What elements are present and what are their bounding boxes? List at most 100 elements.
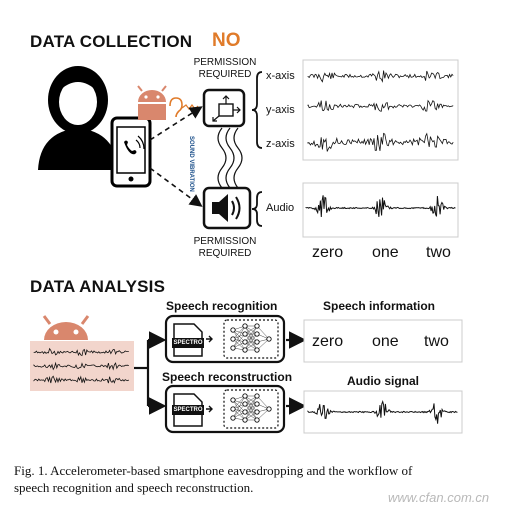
- analysis-robot-icon: [42, 315, 90, 340]
- audio-waveforms: [305, 195, 456, 218]
- audio-signal-label: Audio signal: [347, 374, 419, 388]
- nn-edge: [256, 395, 270, 410]
- nn-edge: [232, 395, 246, 419]
- required-line: REQUIRED: [198, 69, 252, 80]
- nn-edge: [256, 325, 270, 340]
- nn-node: [230, 415, 236, 421]
- workflow-arrows: [134, 331, 307, 415]
- y-axis-label: y-axis: [266, 104, 295, 116]
- audio-waveform: [305, 195, 456, 218]
- nn-node: [230, 336, 236, 342]
- nn-node: [254, 409, 260, 415]
- speaker-icon: [202, 186, 252, 230]
- nn-edge: [232, 333, 246, 349]
- nn-node: [242, 417, 248, 423]
- x-axis-waveform: [307, 70, 454, 83]
- nn-node: [242, 409, 248, 415]
- malware-robot-icon: [137, 85, 167, 120]
- accelerometer-icon: [202, 88, 246, 128]
- recorded-waveform: [33, 347, 129, 357]
- analysis-word-one: one: [372, 333, 399, 350]
- nn-edge: [256, 338, 270, 351]
- recorded-waveform: [33, 375, 130, 384]
- nn-node: [254, 393, 260, 399]
- nn-node: [242, 339, 248, 345]
- nn-edge: [244, 395, 258, 413]
- nn-edge: [232, 325, 246, 349]
- nn-node: [254, 331, 260, 337]
- nn-edge: [232, 325, 246, 340]
- nn-edge: [244, 325, 258, 351]
- speech-information-label: Speech information: [323, 299, 436, 313]
- permission-line: PERMISSION: [193, 236, 257, 247]
- word-two: two: [426, 244, 451, 261]
- neural-network-icon: [230, 393, 272, 423]
- speech-information-panel: [303, 319, 463, 363]
- nn-node: [242, 393, 248, 399]
- audio-brace: [251, 191, 263, 227]
- nn-node: [254, 339, 260, 345]
- person-icon: [38, 66, 118, 170]
- data-analysis-title: DATA ANALYSIS: [30, 277, 166, 296]
- nn-edge: [244, 333, 258, 351]
- nn-edge: [256, 408, 270, 421]
- spectro-label: SPECTRO: [173, 340, 203, 346]
- smartphone-icon: [110, 116, 152, 188]
- nn-node: [254, 347, 260, 353]
- word-one: one: [372, 244, 399, 261]
- z-axis-waveform: [307, 132, 454, 152]
- x-axis-label: x-axis: [266, 70, 295, 82]
- speech-reconstruction-label: Speech reconstruction: [162, 370, 293, 384]
- nn-node: [230, 327, 236, 333]
- nn-node: [230, 406, 236, 412]
- nn-edge: [232, 329, 246, 351]
- no-permission-label: NO: [212, 30, 241, 51]
- nn-node: [242, 323, 248, 329]
- nn-node: [266, 336, 272, 342]
- nn-edge: [244, 325, 258, 343]
- analysis-word-zero: zero: [312, 333, 344, 350]
- nn-node: [242, 401, 248, 407]
- audio-label: Audio: [266, 202, 295, 214]
- caption-line-1: Fig. 1. Accelerometer-based smartphone e…: [14, 463, 413, 478]
- nn-edge: [232, 399, 246, 413]
- word-zero: zero: [312, 244, 344, 261]
- permission-line: PERMISSION: [193, 57, 257, 68]
- nn-edge: [232, 329, 246, 343]
- permission-required-bottom: PERMISSION REQUIRED: [183, 236, 267, 260]
- spectro-label: SPECTRO: [173, 407, 203, 413]
- permission-required-top: PERMISSION REQUIRED: [183, 57, 267, 81]
- y-axis-waveform: [307, 99, 454, 112]
- nn-node: [254, 401, 260, 407]
- nn-edge: [232, 395, 246, 410]
- caption-line-2: speech recognition and speech reconstruc…: [14, 480, 254, 495]
- dashed-arrow-microphone: [149, 167, 203, 207]
- reconstructed-waveforms: [307, 399, 458, 424]
- sound-vibration-waves: [217, 127, 243, 189]
- nn-node: [242, 331, 248, 337]
- nn-node: [242, 347, 248, 353]
- nn-edge: [232, 408, 246, 421]
- data-collection-title: DATA COLLECTION: [30, 32, 193, 51]
- nn-node: [254, 417, 260, 423]
- recorded-waveforms: [33, 347, 130, 384]
- accelerometer-waveforms: [307, 70, 454, 152]
- z-axis-label: z-axis: [266, 138, 295, 150]
- nn-edge: [232, 403, 246, 419]
- analysis-word-two: two: [424, 333, 449, 350]
- nn-edge: [232, 399, 246, 421]
- recorded-waveform: [33, 361, 129, 371]
- nn-edge: [244, 403, 258, 421]
- nn-edge: [244, 395, 258, 421]
- dashed-arrow-accelerometer: [149, 106, 203, 141]
- sound-vibration-label: SOUND VIBRATION: [188, 136, 194, 192]
- reconstructed-waveform: [307, 399, 458, 424]
- nn-node: [266, 406, 272, 412]
- nn-node: [254, 323, 260, 329]
- nn-node: [230, 345, 236, 351]
- nn-node: [230, 397, 236, 403]
- audio-signal-output-panel: [303, 390, 463, 434]
- speech-recognition-label: Speech recognition: [166, 299, 278, 313]
- neural-network-icon: [230, 323, 272, 353]
